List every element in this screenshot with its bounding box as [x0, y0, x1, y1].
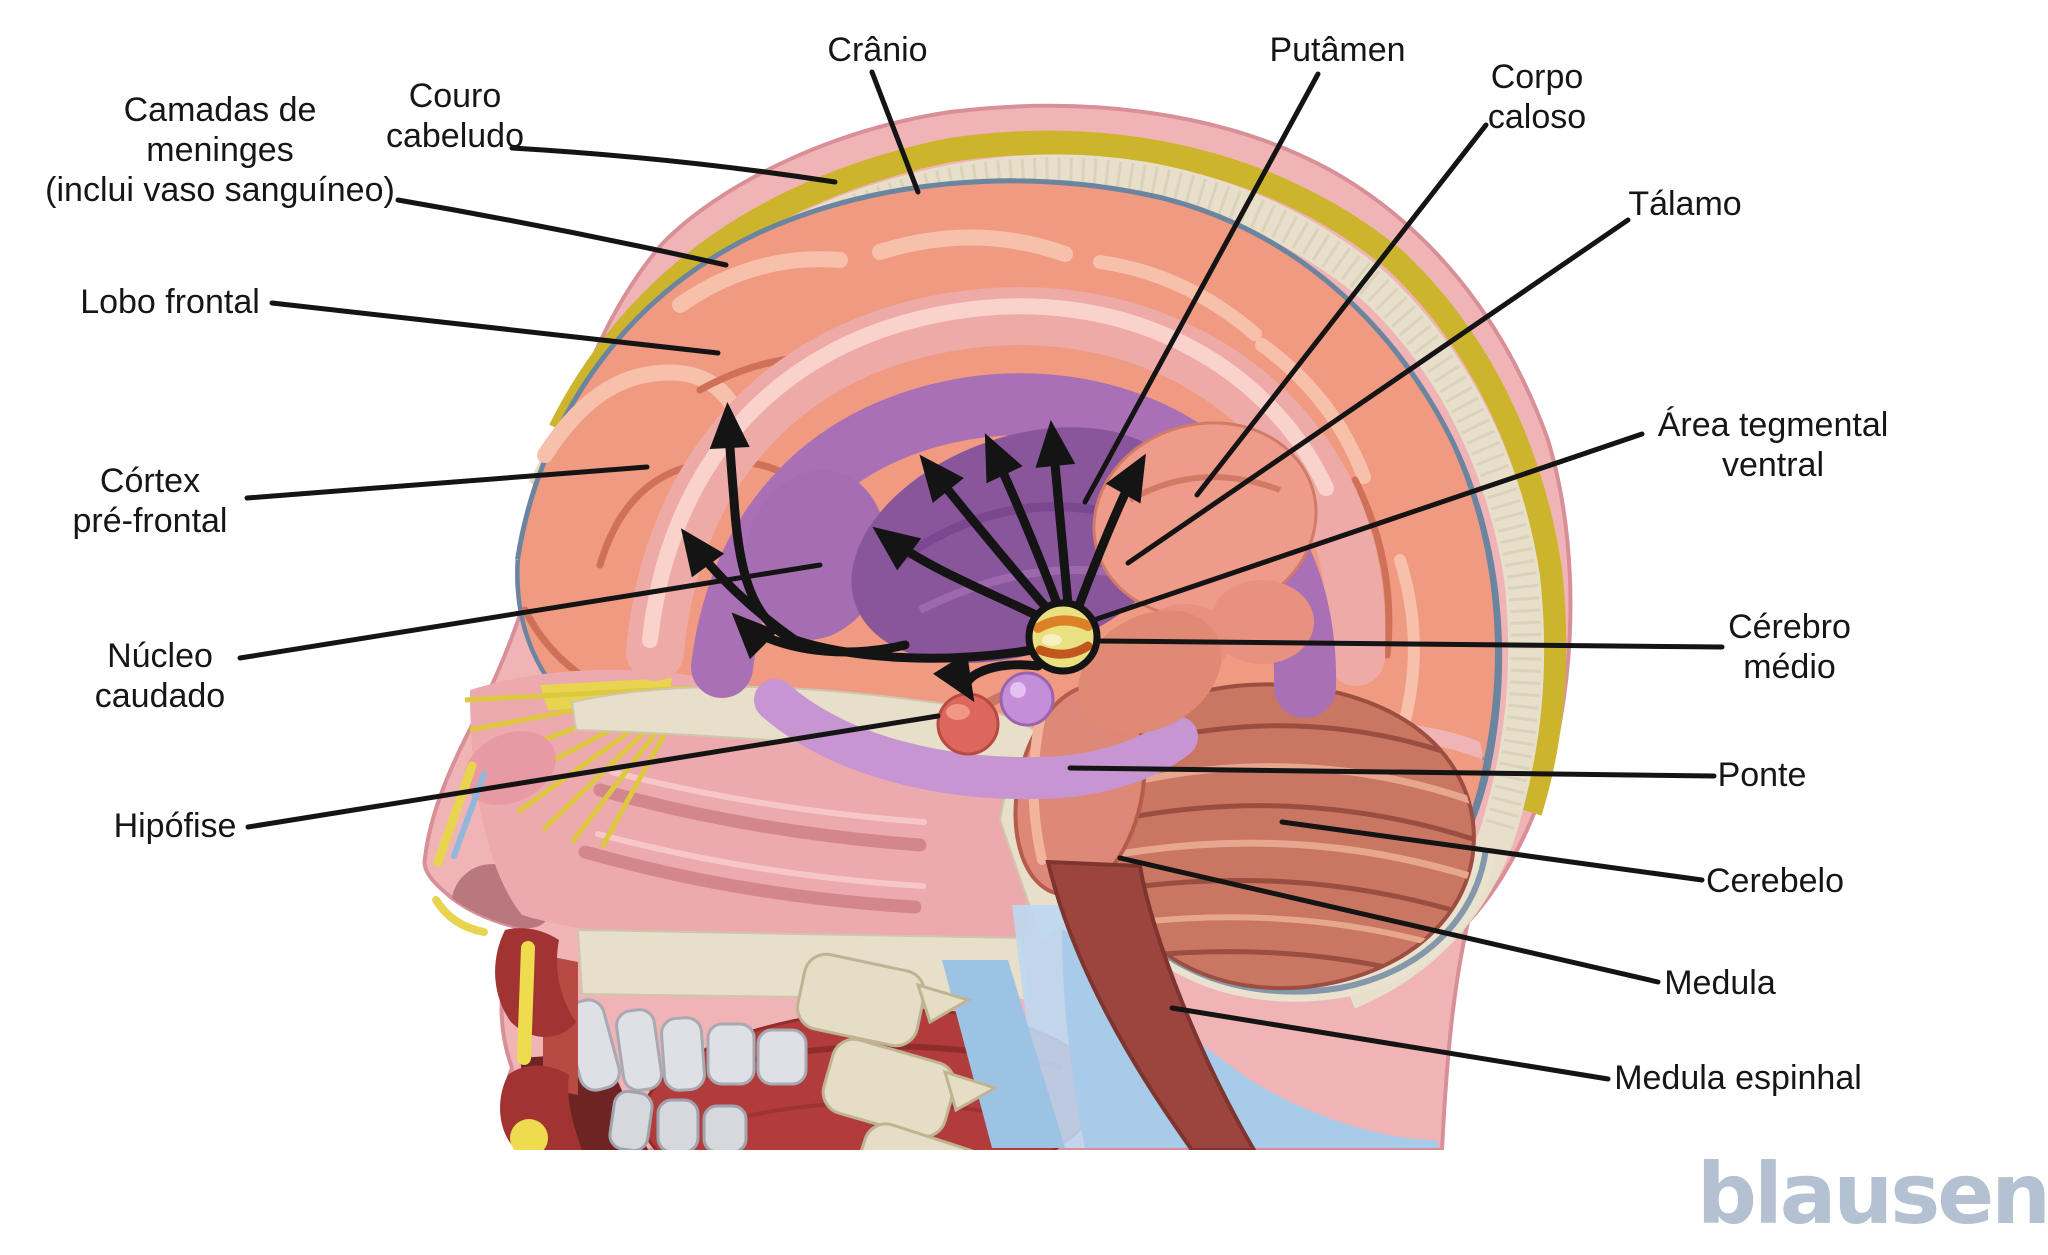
arrow-striatum-2: [919, 454, 1055, 617]
label-line: Córtex: [99, 462, 201, 500]
label-line: Núcleo: [107, 637, 213, 675]
label-line: Ponte: [1717, 756, 1807, 794]
label-line: Cérebro: [1728, 608, 1851, 646]
lips: [495, 928, 582, 1157]
label-line: Crânio: [827, 31, 928, 69]
leader-cerebelo: [1279, 819, 1705, 883]
label-cerebro-medio: Cérebro médio: [1682, 607, 1897, 687]
label-line: Medula espinhal: [1614, 1059, 1862, 1097]
blausen-watermark: blausen: [1696, 1145, 2048, 1243]
lower-teeth: [608, 1089, 748, 1154]
leader-cranio: [869, 69, 921, 195]
leader-ponte: [1067, 765, 1717, 779]
arrow-left-branch: [680, 528, 800, 645]
arrow-striatum-4: [1035, 420, 1076, 609]
corpus-callosum: [626, 287, 1386, 686]
pituitary-gland: [936, 692, 1000, 756]
label-cranio: Crânio: [760, 30, 995, 70]
label-couro-cabeludo: Couro cabeludo: [330, 76, 580, 156]
leader-talamo: [1125, 217, 1631, 566]
leader-hipofise: [245, 713, 941, 830]
leader-atv: [1091, 431, 1645, 623]
label-line: Tálamo: [1628, 185, 1742, 223]
leader-lines: [237, 69, 1725, 1082]
label-line: Cerebelo: [1706, 862, 1844, 900]
label-line: (inclui vaso sanguíneo): [45, 171, 395, 209]
arrow-lower-left: [731, 612, 910, 660]
label-line: Lobo frontal: [80, 283, 260, 321]
striatum-lower-band: [754, 679, 1198, 800]
leader-lobo: [269, 300, 721, 356]
scalp-galea-layer: [549, 130, 1567, 816]
vta-circle: [1025, 599, 1101, 675]
label-line: médio: [1743, 648, 1836, 686]
label-line: Hipófise: [113, 807, 237, 845]
label-putamen: Putâmen: [1215, 30, 1460, 70]
label-cerebelo: Cerebelo: [1660, 861, 1890, 901]
label-corpo-caloso: Corpo caloso: [1452, 57, 1622, 137]
leader-camadas: [395, 197, 729, 268]
bottom-whitespace: [0, 1150, 2048, 1255]
label-medula-espinhal: Medula espinhal: [1558, 1058, 1918, 1098]
leader-couro: [509, 145, 838, 185]
caudate-head: [743, 469, 887, 641]
upper-teeth: [563, 998, 808, 1092]
arrow-striatum-1: [872, 526, 1051, 625]
label-line: pré-frontal: [72, 502, 228, 540]
label-line: Medula: [1664, 964, 1776, 1002]
hindbrain: [1013, 682, 1496, 1152]
label-lobo-frontal: Lobo frontal: [20, 282, 320, 322]
arrow-striatum-5: [1073, 453, 1146, 613]
label-line: caudado: [94, 677, 226, 715]
label-line: Putâmen: [1269, 31, 1406, 69]
label-ponte: Ponte: [1662, 755, 1862, 795]
mammillary-body: [999, 671, 1055, 727]
nasal-conchae: [578, 769, 927, 914]
label-talamo: Tálamo: [1570, 184, 1800, 224]
leader-cortex: [244, 464, 650, 501]
label-cortex-pre-frontal: Córtex pré-frontal: [10, 461, 290, 541]
label-nucleo-caudado: Núcleo caudado: [30, 636, 290, 716]
arrow-to-pituitary: [933, 652, 1043, 703]
leader-medula: [1117, 855, 1661, 985]
leader-medulaesp: [1169, 1005, 1611, 1082]
label-line: Camadas de: [123, 91, 317, 129]
label-line: Corpo: [1490, 58, 1584, 96]
label-line: ventral: [1721, 446, 1825, 484]
leader-corpo: [1194, 122, 1489, 498]
label-area-tegmental-ventral: Área tegmental ventral: [1608, 405, 1938, 485]
dopamine-pathway-arrows: [680, 402, 1146, 703]
leader-cerebro: [1096, 638, 1725, 650]
label-line: Área tegmental: [1657, 406, 1889, 444]
leader-putamen: [1082, 71, 1321, 505]
label-line: caloso: [1487, 98, 1587, 136]
label-medula: Medula: [1610, 963, 1830, 1003]
label-line: Couro: [408, 77, 502, 115]
label-hipofise: Hipófise: [40, 806, 310, 846]
spinal-canal: [942, 960, 1065, 1148]
arrow-striatum-3: [984, 433, 1063, 611]
label-line: meninges: [146, 131, 294, 169]
label-line: cabeludo: [385, 117, 524, 155]
label-camadas-de-meninges: Camadas de meninges (inclui vaso sanguín…: [20, 90, 420, 210]
leader-nucleo: [237, 562, 823, 661]
